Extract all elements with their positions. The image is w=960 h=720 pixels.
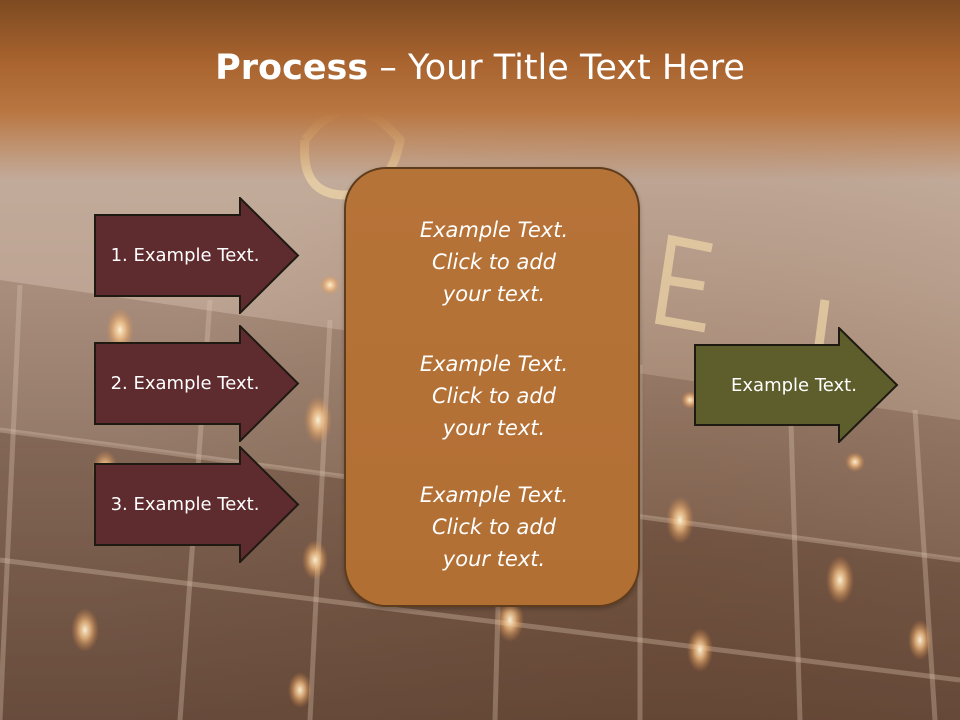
center-block-3-line-1: Example Text.	[419, 483, 569, 507]
center-block-1: Example Text. Click to add your text.	[346, 214, 642, 310]
center-block-2-line-2: Click to add	[431, 384, 556, 408]
center-block-2: Example Text. Click to add your text.	[346, 348, 642, 444]
step-3-arrow[interactable]: 3. Example Text.	[94, 446, 300, 563]
center-block-1-line-2: Click to add	[431, 250, 556, 274]
slide-title[interactable]: Process – Your Title Text Here	[0, 48, 960, 88]
center-block-1-line-3: your text.	[442, 282, 546, 306]
center-block-2-line-3: your text.	[442, 416, 546, 440]
title-strong-text: Process	[215, 48, 369, 88]
center-block-1-line-1: Example Text.	[419, 218, 569, 242]
step-1-arrow[interactable]: 1. Example Text.	[94, 197, 300, 314]
center-block-3-line-2: Click to add	[431, 515, 556, 539]
center-text-box[interactable]: Example Text. Click to add your text. Ex…	[344, 167, 640, 607]
center-block-3: Example Text. Click to add your text.	[346, 479, 642, 575]
step-3-label: 3. Example Text.	[110, 494, 260, 515]
center-block-2-line-1: Example Text.	[419, 352, 569, 376]
result-arrow[interactable]: Example Text.	[694, 327, 899, 443]
arrow-right-icon	[94, 197, 300, 314]
arrow-right-icon	[694, 327, 899, 443]
center-block-3-line-3: your text.	[442, 547, 546, 571]
step-2-label: 2. Example Text.	[110, 373, 260, 394]
result-label: Example Text.	[731, 374, 857, 396]
arrow-right-icon	[94, 325, 300, 442]
step-1-label: 1. Example Text.	[110, 245, 260, 266]
step-2-arrow[interactable]: 2. Example Text.	[94, 325, 300, 442]
title-rest-text: – Your Title Text Here	[368, 48, 745, 88]
arrow-right-icon	[94, 446, 300, 563]
title-band	[0, 0, 960, 180]
